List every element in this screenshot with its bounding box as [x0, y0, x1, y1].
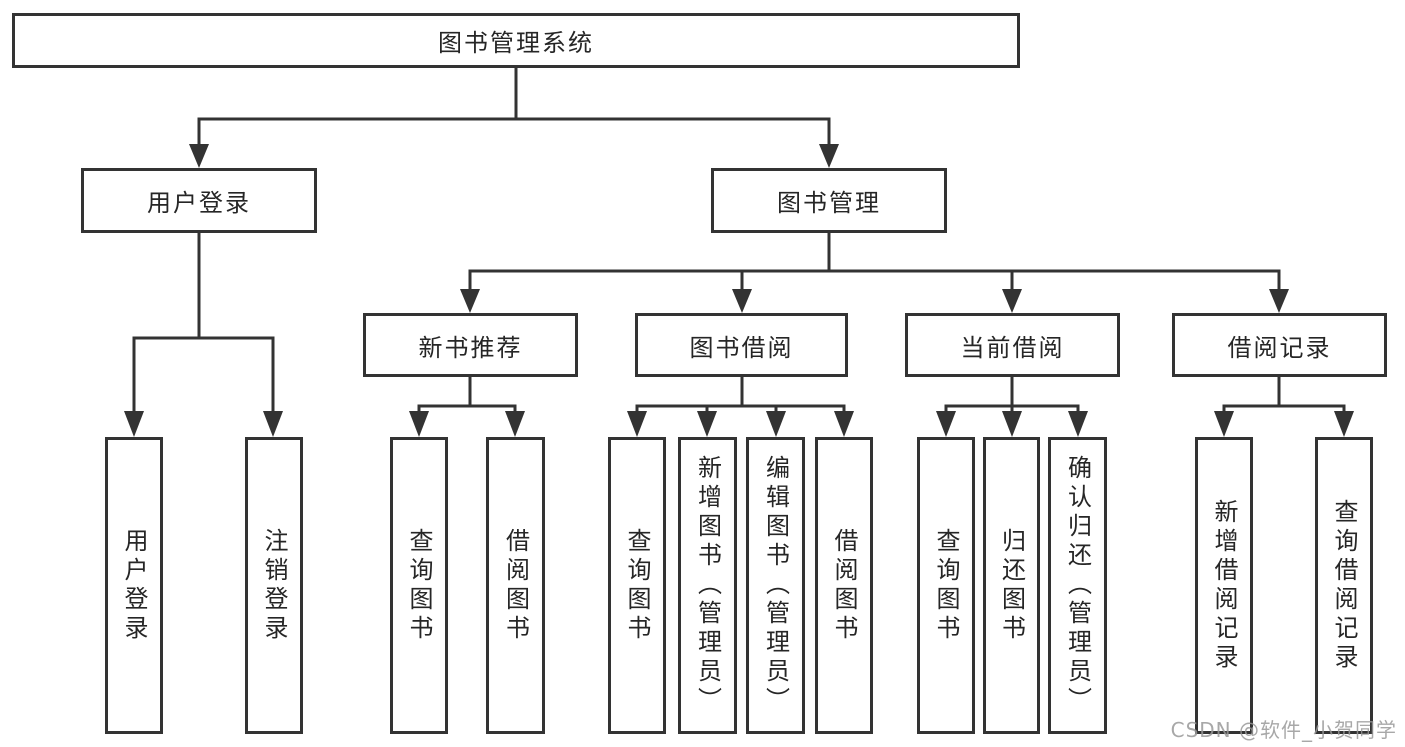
node-bb-edit-label: 编辑图书（管理员） [761, 455, 790, 716]
node-root: 图书管理系统 [12, 13, 1020, 68]
connector-currentborrow-to-children [944, 377, 1080, 413]
node-bb-edit: 编辑图书（管理员） [746, 437, 805, 734]
node-book-borrow-label: 图书借阅 [689, 333, 794, 362]
node-bb-add: 新增图书（管理员） [678, 437, 737, 734]
node-book-borrow: 图书借阅 [635, 313, 848, 377]
node-user-login: 用户登录 [105, 437, 163, 734]
connector-newbooks-to-children [417, 377, 517, 413]
node-root-label: 图书管理系统 [438, 29, 594, 57]
node-cb-confirm: 确认归还（管理员） [1048, 437, 1107, 734]
csdn-watermark: CSDN @软件_小贺同学 [1170, 718, 1397, 742]
node-bb-query-label: 查询图书 [623, 527, 651, 644]
node-user-login-label: 用户登录 [120, 527, 148, 644]
node-bb-query: 查询图书 [608, 437, 666, 734]
node-book-mgmt-label: 图书管理 [777, 189, 881, 217]
node-nb-query: 查询图书 [390, 437, 448, 734]
node-br-query: 查询借阅记录 [1315, 437, 1373, 734]
node-logout-label: 注销登录 [260, 527, 288, 644]
node-br-add-label: 新增借阅记录 [1210, 498, 1238, 673]
node-book-mgmt: 图书管理 [711, 168, 947, 233]
connector-bookmgmt-to-level3 [468, 233, 1281, 291]
connector-bookborrow-to-children [635, 377, 846, 413]
node-user-login-group: 用户登录 [81, 168, 317, 233]
node-current-borrow: 当前借阅 [905, 313, 1120, 377]
connector-borrowrecords-to-children [1222, 377, 1346, 413]
node-cb-return-label: 归还图书 [997, 527, 1026, 644]
node-bb-borrow-label: 借阅图书 [830, 527, 858, 644]
node-new-books-label: 新书推荐 [418, 333, 523, 362]
node-br-query-label: 查询借阅记录 [1330, 498, 1358, 673]
node-borrow-records: 借阅记录 [1172, 313, 1387, 377]
node-borrow-records-label: 借阅记录 [1227, 333, 1332, 362]
node-current-borrow-label: 当前借阅 [960, 333, 1065, 362]
node-logout: 注销登录 [245, 437, 303, 734]
node-nb-query-label: 查询图书 [405, 527, 433, 644]
node-nb-borrow-label: 借阅图书 [501, 527, 530, 644]
node-cb-confirm-label: 确认归还（管理员） [1063, 455, 1092, 716]
node-nb-borrow: 借阅图书 [486, 437, 545, 734]
connector-userlogin-to-children [132, 233, 275, 413]
node-bb-borrow: 借阅图书 [815, 437, 873, 734]
node-cb-query-label: 查询图书 [932, 527, 960, 644]
node-new-books: 新书推荐 [363, 313, 578, 377]
connector-root-to-level2 [197, 68, 831, 146]
node-cb-return: 归还图书 [983, 437, 1040, 734]
node-bb-add-label: 新增图书（管理员） [693, 455, 722, 716]
node-cb-query: 查询图书 [917, 437, 975, 734]
node-br-add: 新增借阅记录 [1195, 437, 1253, 734]
node-user-login-group-label: 用户登录 [147, 189, 251, 217]
